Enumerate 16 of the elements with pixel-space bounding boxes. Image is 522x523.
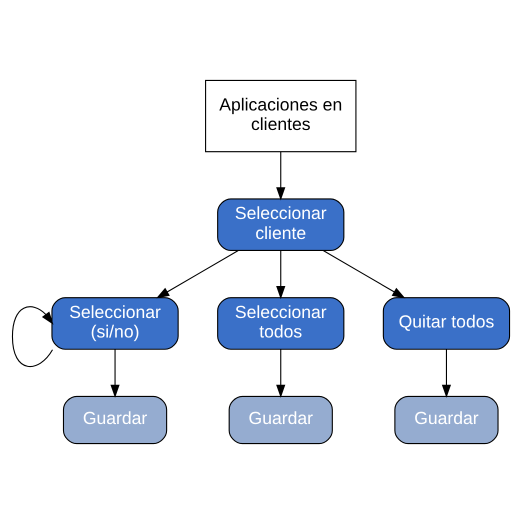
arrow	[276, 250, 286, 299]
node-box: Guardar	[62, 395, 168, 444]
node-box: Guardar	[228, 395, 333, 444]
node-box: Quitar todos	[382, 296, 510, 350]
arrow	[442, 348, 452, 398]
node-box: Seleccionar cliente	[217, 198, 344, 251]
node-box: Guardar	[394, 395, 499, 444]
node-box: Seleccionar todos	[217, 296, 344, 350]
arrow	[110, 348, 120, 398]
node-box: Aplicaciones en clientes	[205, 79, 356, 152]
node-box: Seleccionar (si/no)	[51, 296, 179, 350]
arrow	[12, 306, 54, 366]
arrow	[276, 348, 286, 398]
arrow	[323, 250, 406, 298]
arrow	[276, 152, 286, 200]
arrow	[156, 250, 238, 298]
